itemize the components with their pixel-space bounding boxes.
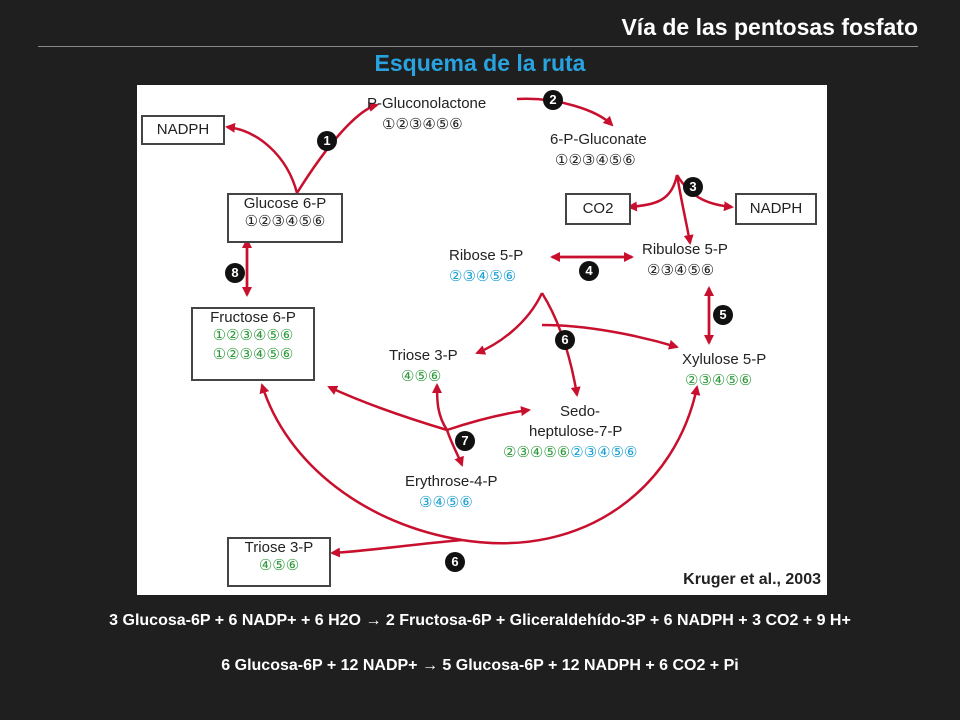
p-gluconolactone-label: P-Gluconolactone [367, 95, 487, 112]
sedoheptulose-carbons-blue: ②③④⑤⑥ [570, 444, 638, 461]
step-7-badge: 7 [455, 431, 475, 451]
step-4-badge: 4 [579, 261, 599, 281]
sedoheptulose-label-1: Sedo- [560, 403, 601, 420]
title-divider [38, 46, 918, 47]
arrow-to-triose-box [330, 538, 463, 558]
xylulose-5p-label: Xylulose 5-P [682, 351, 767, 368]
arrow-g6p-to-nadph [225, 122, 299, 194]
equation-1: 3 Glucosa-6P + 6 NADP+ + 6 H2O → 2 Fruct… [109, 612, 851, 629]
step-6b-badge: 6 [445, 552, 465, 572]
fructose-6p-carbons-a: ①②③④⑤⑥ [212, 327, 294, 344]
triose-3p-mid-carbons: ④⑤⑥ [401, 368, 442, 385]
p-gluconolactone-carbons: ①②③④⑤⑥ [382, 116, 463, 133]
arrow-ribose-to-triose [475, 292, 544, 355]
ribulose-5p-carbons: ②③④⑤⑥ [647, 262, 715, 279]
step-1-badge: 1 [317, 131, 337, 151]
arrow-big-to-fructose [259, 383, 463, 542]
glucose-6p-box: Glucose 6-P ①②③④⑤⑥ [227, 193, 343, 243]
arrow-to-xylulose-mid [541, 323, 679, 350]
arrow-to-co2 [627, 174, 679, 212]
pathway-diagram: NADPH P-Gluconolactone ①②③④⑤⑥ 6-P-Glucon… [137, 85, 827, 595]
slide-subtitle: Esquema de la ruta [374, 50, 586, 76]
arrow-g6p-to-gluconolactone [295, 102, 379, 194]
sedoheptulose-carbons: ②③④⑤⑥②③④⑤⑥ [503, 444, 638, 461]
xylulose-5p-carbons: ②③④⑤⑥ [685, 372, 753, 389]
nadph-box-left: NADPH [141, 115, 225, 145]
nadph-box-right: NADPH [735, 193, 817, 225]
erythrose-4p-carbons: ③④⑤⑥ [419, 494, 473, 511]
step-3-badge: 3 [683, 177, 703, 197]
arrow-big-to-xylulose [461, 385, 701, 545]
co2-box: CO2 [565, 193, 631, 225]
arrow-to-triose-mid [432, 383, 449, 431]
step-5-badge: 5 [713, 305, 733, 325]
step-8-badge: 8 [225, 263, 245, 283]
ribose-5p-label: Ribose 5-P [449, 247, 524, 264]
fructose-6p-carbons-b: ①②③④⑤⑥ [212, 346, 294, 363]
arrow-to-ribulose [675, 174, 694, 245]
6-p-gluconate-label: 6-P-Gluconate [550, 131, 647, 148]
sedoheptulose-label-2: heptulose-7-P [529, 423, 623, 440]
citation: Kruger et al., 2003 [683, 571, 821, 588]
triose-3p-mid-label: Triose 3-P [389, 347, 458, 364]
triose-3p-box-carbons: ④⑤⑥ [258, 557, 300, 574]
6-p-gluconate-carbons: ①②③④⑤⑥ [555, 152, 636, 169]
glucose-6p-carbons: ①②③④⑤⑥ [244, 213, 326, 230]
arrow-to-nadph-right [675, 174, 734, 212]
fructose-6p-box: Fructose 6-P ①②③④⑤⑥ ①②③④⑤⑥ [191, 307, 315, 381]
arrow-to-sedo-mid [446, 406, 531, 432]
triose-3p-box: Triose 3-P ④⑤⑥ [227, 537, 331, 587]
erythrose-4p-label: Erythrose-4-P [405, 473, 498, 490]
slide-title: Vía de las pentosas fosfato [621, 14, 918, 40]
arrow-to-erythrose [445, 429, 464, 467]
step-6-badge: 6 [555, 330, 575, 350]
arrow-to-6pgluconate [516, 97, 614, 127]
equation-2: 6 Glucosa-6P + 12 NADP+ → 5 Glucosa-6P +… [221, 657, 739, 674]
ribose-5p-carbons: ②③④⑤⑥ [449, 268, 517, 285]
ribulose-5p-label: Ribulose 5-P [642, 241, 728, 258]
arrow-to-fructose-mid [327, 385, 448, 432]
step-2-badge: 2 [543, 90, 563, 110]
